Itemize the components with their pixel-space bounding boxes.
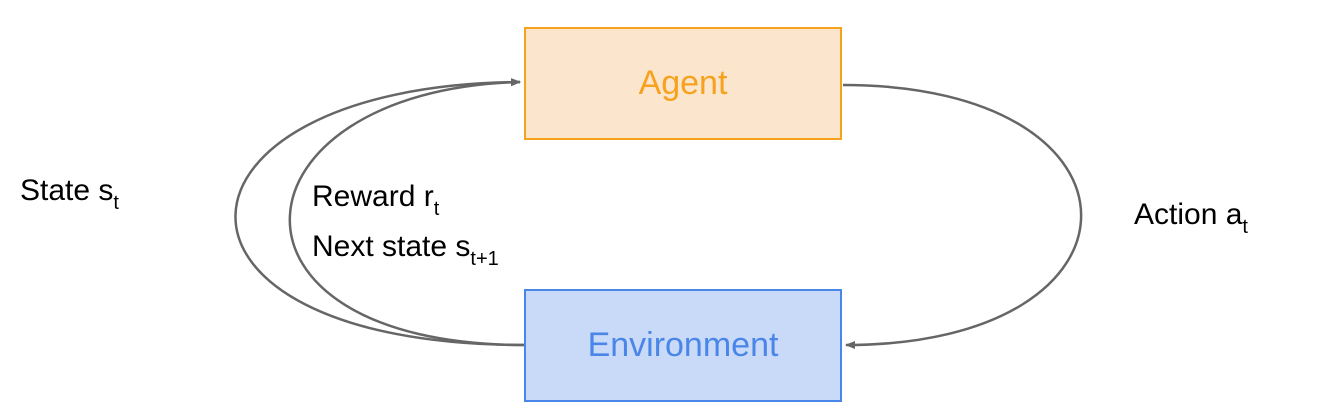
- agent-node: Agent: [524, 27, 842, 140]
- state-label-subscript: t: [113, 192, 119, 214]
- environment-label: Environment: [587, 326, 779, 364]
- reward-label-subscript: t: [433, 198, 440, 220]
- environment-node: Environment: [524, 289, 842, 402]
- next-state-label-subscript: t+1: [470, 248, 499, 270]
- agent-label: Agent: [638, 64, 728, 102]
- state-label: State st: [20, 174, 119, 214]
- reward-label: Reward rt: [312, 180, 439, 220]
- action-label-subscript: t: [1242, 216, 1248, 238]
- state-label-text: State s: [20, 174, 114, 207]
- action-label: Action at: [1134, 198, 1248, 238]
- action-label-text: Action a: [1134, 198, 1243, 231]
- next-state-label-text: Next state s: [312, 230, 471, 263]
- reward-arrow: [288, 78, 525, 347]
- action-arrow: [842, 83, 1083, 349]
- reward-label-text: Reward r: [312, 180, 434, 213]
- next-state-label: Next state st+1: [312, 230, 499, 270]
- state-arrow: [234, 78, 525, 347]
